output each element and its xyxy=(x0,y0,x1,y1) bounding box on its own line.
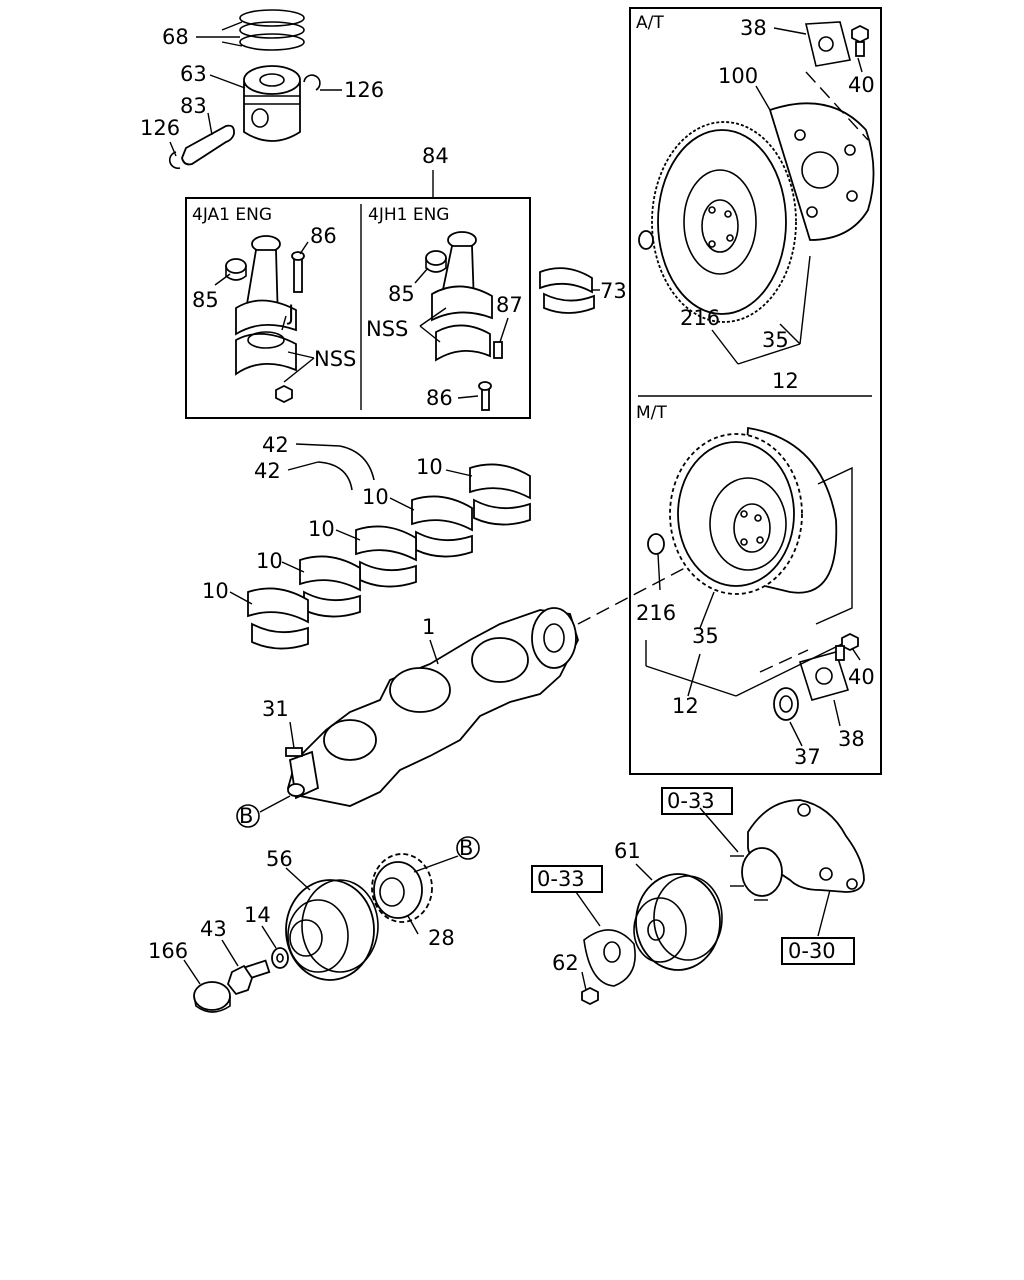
callout-nss-right: NSS xyxy=(366,317,408,341)
piston-rings xyxy=(239,9,305,51)
callout-12-mt: 12 xyxy=(672,694,699,718)
callout-73: 73 xyxy=(600,279,627,303)
reference-0-33-top: 0-33 xyxy=(667,789,715,813)
callout-b-crank: B xyxy=(239,804,253,828)
callout-nss-left: NSS xyxy=(314,347,356,371)
flywheel-mt xyxy=(669,426,838,595)
engine-4ja1-label: 4JA1 ENG xyxy=(192,205,272,225)
snap-ring xyxy=(168,74,321,170)
bolt-40-at xyxy=(851,24,869,57)
ref-box-030 xyxy=(781,937,855,965)
callout-100: 100 xyxy=(718,64,758,88)
callout-61: 61 xyxy=(614,839,641,863)
callout-216-mt: 216 xyxy=(636,601,676,625)
ring-gear-at xyxy=(651,121,797,323)
callout-10-d: 10 xyxy=(256,549,283,573)
callout-86-left: 86 xyxy=(310,224,337,248)
callout-85-left: 85 xyxy=(192,288,219,312)
callout-166: 166 xyxy=(148,939,188,963)
engine-4jh1-label: 4JH1 ENG xyxy=(368,205,449,225)
callout-35-mt: 35 xyxy=(692,624,719,648)
piston-pin xyxy=(181,124,235,166)
callout-38-at: 38 xyxy=(740,16,767,40)
reference-0-30: 0-30 xyxy=(788,939,836,963)
callout-28: 28 xyxy=(428,926,455,950)
callout-37: 37 xyxy=(794,745,821,769)
callout-38-mt: 38 xyxy=(838,727,865,751)
rod-bolt-4ja1 xyxy=(291,251,305,293)
callout-10-a: 10 xyxy=(416,455,443,479)
callout-84: 84 xyxy=(422,144,449,168)
callout-10-b: 10 xyxy=(362,485,389,509)
callout-31: 31 xyxy=(262,697,289,721)
transmission-panel xyxy=(629,7,882,775)
crank-bolt xyxy=(226,959,271,996)
rod-bearing xyxy=(539,267,595,314)
callout-10-c: 10 xyxy=(308,517,335,541)
callout-1: 1 xyxy=(422,615,435,639)
pilot-bushing-mt xyxy=(647,533,665,555)
callout-87: 87 xyxy=(496,293,523,317)
at-label: A/T xyxy=(636,13,664,33)
timing-gear xyxy=(371,853,433,923)
pilot-bearing-mt xyxy=(773,687,799,721)
callout-86-right: 86 xyxy=(426,386,453,410)
callout-42-top: 42 xyxy=(262,433,289,457)
flywheel-plate-mt xyxy=(798,651,850,701)
callout-j: J xyxy=(286,301,294,325)
fan-pulley xyxy=(633,873,723,971)
woodruff-key xyxy=(285,747,303,757)
callout-68: 68 xyxy=(162,25,189,49)
flexplate-at xyxy=(768,102,875,241)
rod-nut-4ja1 xyxy=(275,384,293,404)
con-rod-4ja1 xyxy=(235,235,297,376)
flywheel-plate-at xyxy=(805,21,851,67)
mt-label: M/T xyxy=(636,403,667,423)
rod-bolt-4jh1 xyxy=(478,381,492,411)
washer xyxy=(271,947,289,969)
callout-216-at: 216 xyxy=(680,306,720,330)
end-cap xyxy=(193,981,231,1013)
callout-35-at: 35 xyxy=(762,328,789,352)
callout-42-bottom: 42 xyxy=(254,459,281,483)
callout-10-e: 10 xyxy=(202,579,229,603)
crank-pulley xyxy=(285,879,379,981)
callout-12-at: 12 xyxy=(772,369,799,393)
callout-56: 56 xyxy=(266,847,293,871)
callout-43: 43 xyxy=(200,917,227,941)
con-rod-box xyxy=(185,197,531,419)
callout-126-right: 126 xyxy=(344,78,384,102)
callout-40-at: 40 xyxy=(848,73,875,97)
ref-box-033-left xyxy=(531,865,603,893)
callout-126-left: 126 xyxy=(140,116,180,140)
bolt-40-mt xyxy=(835,632,859,661)
con-rod-4jh1 xyxy=(431,231,493,362)
callout-62: 62 xyxy=(552,951,579,975)
callout-63: 63 xyxy=(180,62,207,86)
callout-85-right: 85 xyxy=(388,282,415,306)
reference-0-33-left: 0-33 xyxy=(537,867,585,891)
dowel-pin-4jh1 xyxy=(493,341,503,359)
pilot-bushing-at xyxy=(638,230,654,250)
bushing-4jh1 xyxy=(425,250,447,273)
ref-box-033-top xyxy=(661,787,733,815)
piston xyxy=(243,65,301,142)
callout-14: 14 xyxy=(244,903,271,927)
crankshaft xyxy=(285,607,579,807)
thrust-washers xyxy=(317,445,375,491)
water-pump xyxy=(730,799,865,901)
callout-83: 83 xyxy=(180,94,207,118)
bushing-4ja1 xyxy=(225,258,247,281)
pulley-spacer-plate xyxy=(583,929,636,987)
main-bearings xyxy=(247,463,531,650)
callout-40-mt: 40 xyxy=(848,665,875,689)
flange-nut xyxy=(581,986,599,1006)
callout-b-gear: B xyxy=(459,836,473,860)
